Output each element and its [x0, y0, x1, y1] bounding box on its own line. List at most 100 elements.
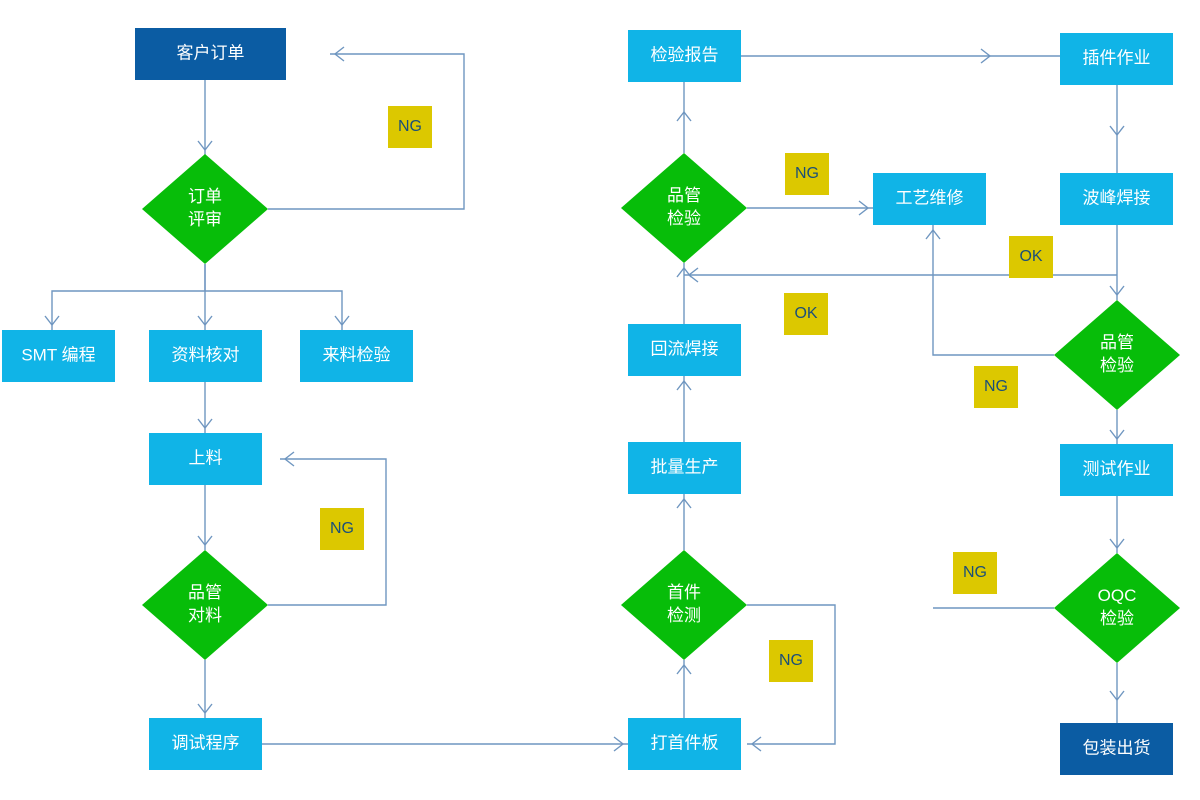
arrowhead-icon	[1109, 538, 1125, 550]
tag-label: NG	[963, 564, 987, 581]
process-box[interactable]	[149, 330, 262, 382]
arrowhead-icon	[44, 315, 60, 327]
arrowhead-icon	[676, 110, 692, 122]
decision-diamond[interactable]	[1054, 300, 1180, 410]
node-n12[interactable]: 回流焊接	[628, 324, 741, 376]
edge-n7-to-n6	[268, 451, 387, 606]
node-n17[interactable]: 波峰焊接	[1060, 173, 1173, 225]
process-box[interactable]	[149, 718, 262, 770]
arrowhead-icon	[1109, 429, 1125, 441]
tag-label: NG	[779, 652, 803, 669]
process-box[interactable]	[300, 330, 413, 382]
node-n3[interactable]: SMT 编程	[2, 330, 115, 382]
node-label: 订单	[188, 187, 222, 206]
node-n15[interactable]: 工艺维修	[873, 173, 986, 225]
edges-layer	[44, 46, 1125, 752]
arrowhead-icon	[334, 315, 350, 327]
arrowhead-icon	[197, 703, 213, 715]
decision-diamond[interactable]	[142, 550, 268, 660]
tag-background	[784, 293, 828, 335]
arrowhead-icon	[750, 736, 762, 752]
edge-path	[932, 225, 1054, 356]
node-n16[interactable]: 插件作业	[1060, 33, 1173, 85]
process-box[interactable]	[1060, 444, 1173, 496]
node-label: 客户订单	[177, 43, 245, 62]
decision-diamond[interactable]	[142, 154, 268, 264]
edge-n13-to-n14	[676, 82, 692, 153]
tag-background	[953, 552, 997, 594]
node-label: 批量生产	[651, 457, 719, 476]
edge-n7-to-n8	[197, 660, 213, 718]
process-box[interactable]	[873, 173, 986, 225]
edge-n13-to-n15	[747, 200, 873, 216]
node-label: 检验	[1100, 356, 1134, 375]
arrowhead-icon	[613, 736, 625, 752]
node-n4[interactable]: 资料核对	[149, 330, 262, 382]
terminal-box[interactable]	[135, 28, 286, 80]
decision-diamond[interactable]	[621, 153, 747, 263]
node-n1[interactable]: 客户订单	[135, 28, 286, 80]
process-box[interactable]	[628, 718, 741, 770]
edge-n8-to-n9	[262, 736, 628, 752]
tag-label: NG	[398, 118, 422, 135]
decision-diamond[interactable]	[621, 550, 747, 660]
process-box[interactable]	[1060, 173, 1173, 225]
arrowhead-icon	[1109, 125, 1125, 137]
edge-path	[51, 264, 206, 330]
edge-n4-to-n6	[197, 382, 213, 433]
node-n11[interactable]: 批量生产	[628, 442, 741, 494]
node-label: 波峰焊接	[1083, 188, 1151, 207]
edge-tag-ng: NG	[785, 153, 829, 195]
edge-n2-to-n4	[197, 264, 213, 330]
process-box[interactable]	[628, 442, 741, 494]
node-n21[interactable]: 包装出货	[1060, 723, 1173, 775]
arrowhead-icon	[676, 379, 692, 391]
process-box[interactable]	[628, 30, 741, 82]
edge-n12-to-n13	[676, 263, 692, 324]
tag-background	[785, 153, 829, 195]
edge-n18-to-n15	[925, 225, 1054, 356]
node-label: 对料	[188, 606, 222, 625]
decision-diamond[interactable]	[1054, 553, 1180, 663]
process-box[interactable]	[149, 433, 262, 485]
tag-background	[769, 640, 813, 682]
node-label: 测试作业	[1083, 459, 1151, 478]
node-n14[interactable]: 检验报告	[628, 30, 741, 82]
edge-n6-to-n7	[197, 485, 213, 550]
edge-n10-to-n11	[676, 494, 692, 550]
arrowhead-icon	[197, 535, 213, 547]
tag-label: OK	[794, 305, 817, 322]
node-n6[interactable]: 上料	[149, 433, 262, 485]
process-box[interactable]	[2, 330, 115, 382]
arrowhead-icon	[676, 266, 692, 278]
node-n19[interactable]: 测试作业	[1060, 444, 1173, 496]
edge-n2-to-n1	[268, 46, 465, 210]
tag-label: OK	[1019, 248, 1042, 265]
process-box[interactable]	[1060, 33, 1173, 85]
arrowhead-icon	[333, 46, 345, 62]
arrowhead-icon	[980, 48, 992, 64]
arrowhead-icon	[1109, 690, 1125, 702]
terminal-box[interactable]	[1060, 723, 1173, 775]
node-n8[interactable]: 调试程序	[149, 718, 262, 770]
edge-n17-to-n18	[1109, 225, 1125, 300]
node-n5[interactable]: 来料检验	[300, 330, 413, 382]
arrowhead-icon	[197, 315, 213, 327]
node-label: 资料核对	[172, 345, 240, 364]
arrowhead-icon	[283, 451, 295, 467]
edge-path	[205, 290, 343, 330]
edge-n9-to-n10	[676, 660, 692, 718]
edge-n10-to-n9	[747, 604, 836, 752]
process-box[interactable]	[628, 324, 741, 376]
edge-tag-ng: NG	[974, 366, 1018, 408]
edge-n18-to-n19	[1109, 410, 1125, 444]
node-n9[interactable]: 打首件板	[628, 718, 741, 770]
